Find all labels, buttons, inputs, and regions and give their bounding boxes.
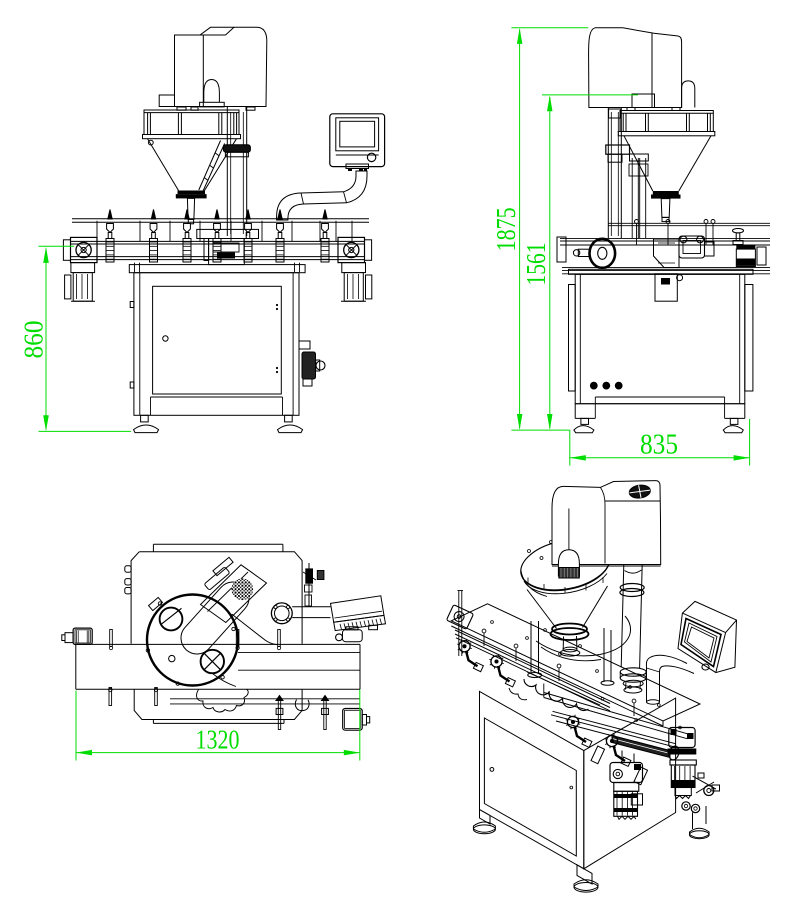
svg-text:1875: 1875 [491, 207, 521, 251]
svg-text:860: 860 [19, 321, 49, 359]
svg-text:835: 835 [640, 430, 678, 461]
svg-text:1320: 1320 [196, 725, 240, 755]
svg-text:1561: 1561 [521, 243, 551, 286]
